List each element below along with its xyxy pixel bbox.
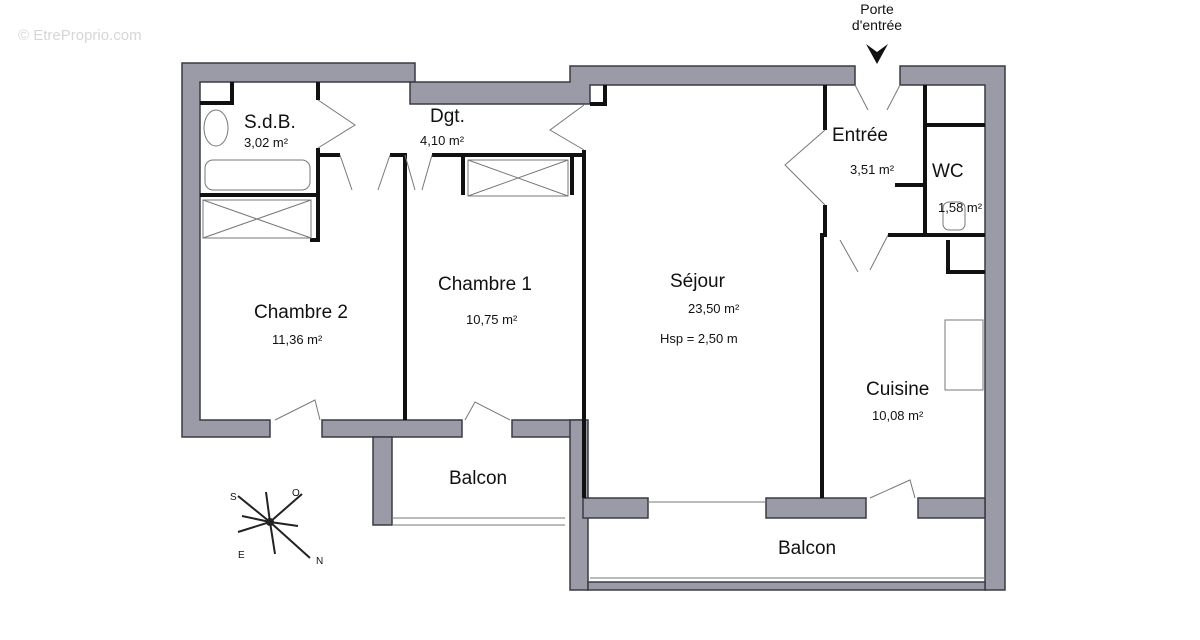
- entrance-label-line2: d'entrée: [852, 17, 902, 33]
- room-entree-area: 3,51 m²: [850, 162, 895, 177]
- room-sejour-name: Séjour: [670, 271, 726, 292]
- room-sdb-area: 3,02 m²: [244, 135, 289, 150]
- compass-rose-icon: S O E N: [230, 488, 323, 567]
- room-chambre1-area: 10,75 m²: [466, 312, 518, 327]
- room-dgt-name: Dgt.: [430, 106, 465, 127]
- doors: [274, 84, 916, 499]
- room-cuisine-name: Cuisine: [866, 379, 929, 400]
- room-chambre1-name: Chambre 1: [438, 274, 532, 295]
- entrance-label-line1: Porte: [860, 1, 894, 17]
- compass-n: N: [316, 556, 323, 567]
- room-chambre2-area: 11,36 m²: [272, 332, 323, 347]
- room-cuisine-area: 10,08 m²: [872, 408, 924, 423]
- interior-walls: [200, 82, 985, 498]
- room-chambre2-name: Chambre 2: [254, 302, 348, 323]
- room-wc-name: WC: [932, 161, 964, 182]
- room-wc-area: 1,58 m²: [938, 200, 983, 215]
- room-sejour-hsp: Hsp = 2,50 m: [660, 331, 738, 346]
- outer-walls: [181, 62, 1006, 591]
- arrow-down-icon: [866, 44, 888, 64]
- compass-e: E: [238, 550, 245, 561]
- room-sejour-area: 23,50 m²: [688, 301, 740, 316]
- room-dgt-area: 4,10 m²: [420, 133, 465, 148]
- watermark: © EtreProprio.com: [18, 27, 142, 44]
- room-balcon1-name: Balcon: [449, 468, 507, 489]
- room-entree-name: Entrée: [832, 125, 888, 146]
- fixtures: [202, 109, 984, 391]
- compass-o: O: [292, 488, 300, 499]
- compass-s: S: [230, 492, 237, 503]
- room-balcon2-name: Balcon: [778, 538, 836, 559]
- room-sdb-name: S.d.B.: [244, 112, 296, 133]
